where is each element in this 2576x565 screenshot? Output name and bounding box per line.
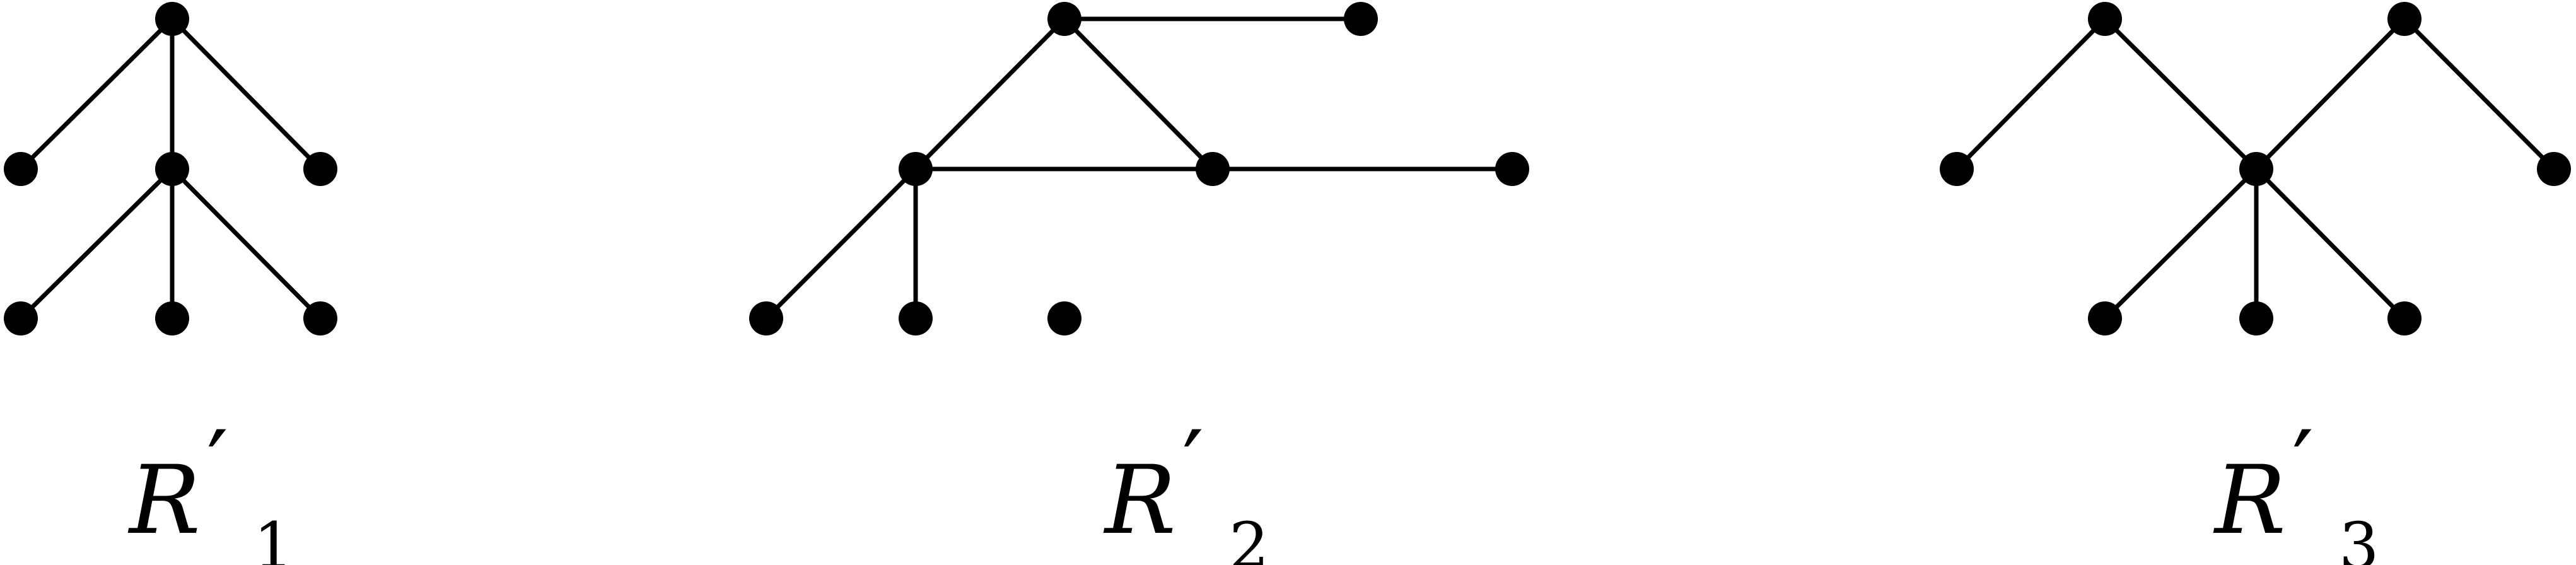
tree-r2-edge (1062, 16, 1215, 172)
tree-r1-node (4, 301, 38, 335)
tree-r3-node (2387, 2, 2422, 36)
tree-r2-node (1196, 152, 1230, 186)
tree-r3-edge (2402, 16, 2556, 172)
caption-r1-prime: ′ (207, 411, 228, 521)
tree-r1-edge (170, 166, 323, 321)
tree-r1-node (303, 152, 337, 186)
caption-r2-prime: ′ (1182, 411, 1204, 521)
tree-r3: R′ 3 (1940, 2, 2571, 565)
tree-r2-edge (913, 16, 1067, 172)
tree-r1-edge (18, 166, 175, 321)
tree-r3-node (1940, 152, 1974, 186)
tree-r2-node (899, 301, 933, 335)
tree-r3-node (2088, 2, 2122, 36)
tree-r2-node (1047, 2, 1081, 36)
tree-r3-node (2537, 152, 2571, 186)
caption-r3-letter: R (2213, 446, 2286, 556)
caption-r3-subscript: 3 (2339, 509, 2379, 565)
tree-r2-node (899, 152, 933, 186)
caption-r2-letter: R (1103, 446, 1176, 556)
tree-r1-node (303, 301, 337, 335)
tree-r1-node (4, 152, 38, 186)
tree-r3-edge (2254, 166, 2407, 321)
tree-r2-edge (764, 166, 918, 321)
tree-r1-node (155, 301, 189, 335)
tree-r1-node (155, 2, 189, 36)
caption-r1: R′ 1 (127, 411, 294, 565)
caption-r1-subscript: 1 (254, 509, 294, 565)
caption-r3: R′ 3 (2213, 411, 2379, 565)
tree-r1-edge (18, 16, 175, 172)
tree-r3-node (2088, 301, 2122, 335)
tree-r3-edge (2254, 16, 2407, 172)
tree-r3-node (2239, 152, 2273, 186)
tree-r2-node (1047, 301, 1081, 335)
tree-r1-edge (170, 16, 323, 172)
tree-r2-node (1495, 152, 1529, 186)
tree-r2: R′ 2 (749, 2, 1529, 565)
tree-r3-node (2387, 301, 2422, 335)
tree-r2-node (749, 301, 783, 335)
tree-r3-edge (1954, 16, 2107, 172)
tree-r1: R′ 1 (4, 2, 337, 565)
caption-r3-prime: ′ (2292, 411, 2314, 521)
tree-r2-node (1344, 2, 1378, 36)
tree-r3-edge (2102, 166, 2259, 321)
tree-r1-node (155, 152, 189, 186)
caption-r2-subscript: 2 (1229, 509, 1269, 565)
caption-r2: R′ 2 (1103, 411, 1269, 565)
tree-r3-edge (2102, 16, 2259, 172)
tree-r3-node (2239, 301, 2273, 335)
caption-r1-letter: R (127, 446, 201, 556)
